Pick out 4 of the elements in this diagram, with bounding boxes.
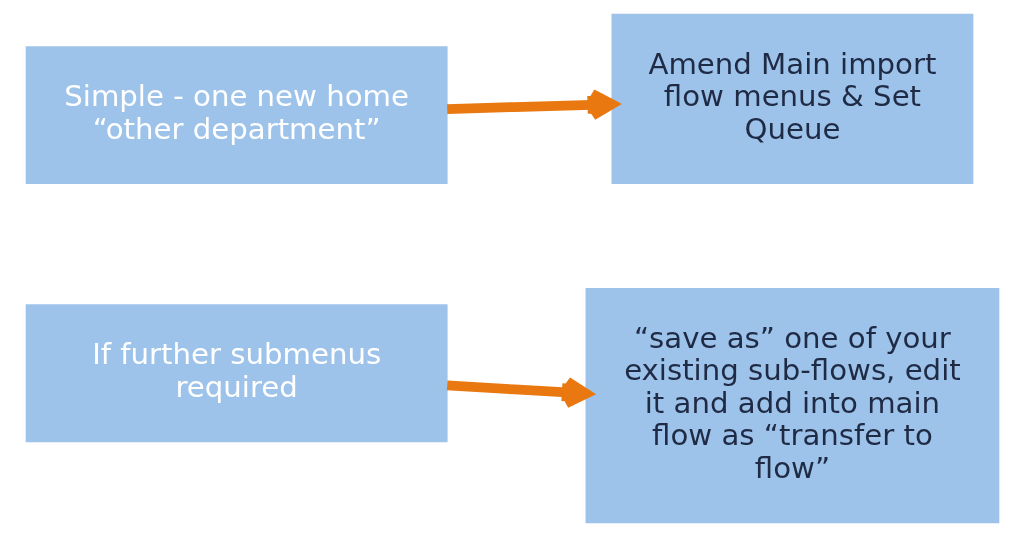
node-box: “save as” one of your existing sub-flows, edit it and add into main flow as “transfer to flow” [585, 287, 999, 524]
node-box: If further submenus required [25, 304, 448, 443]
node-box: Amend Main import flow menus & Set Queue [611, 13, 973, 185]
node-box: Simple - one new home “other department” [25, 46, 448, 185]
